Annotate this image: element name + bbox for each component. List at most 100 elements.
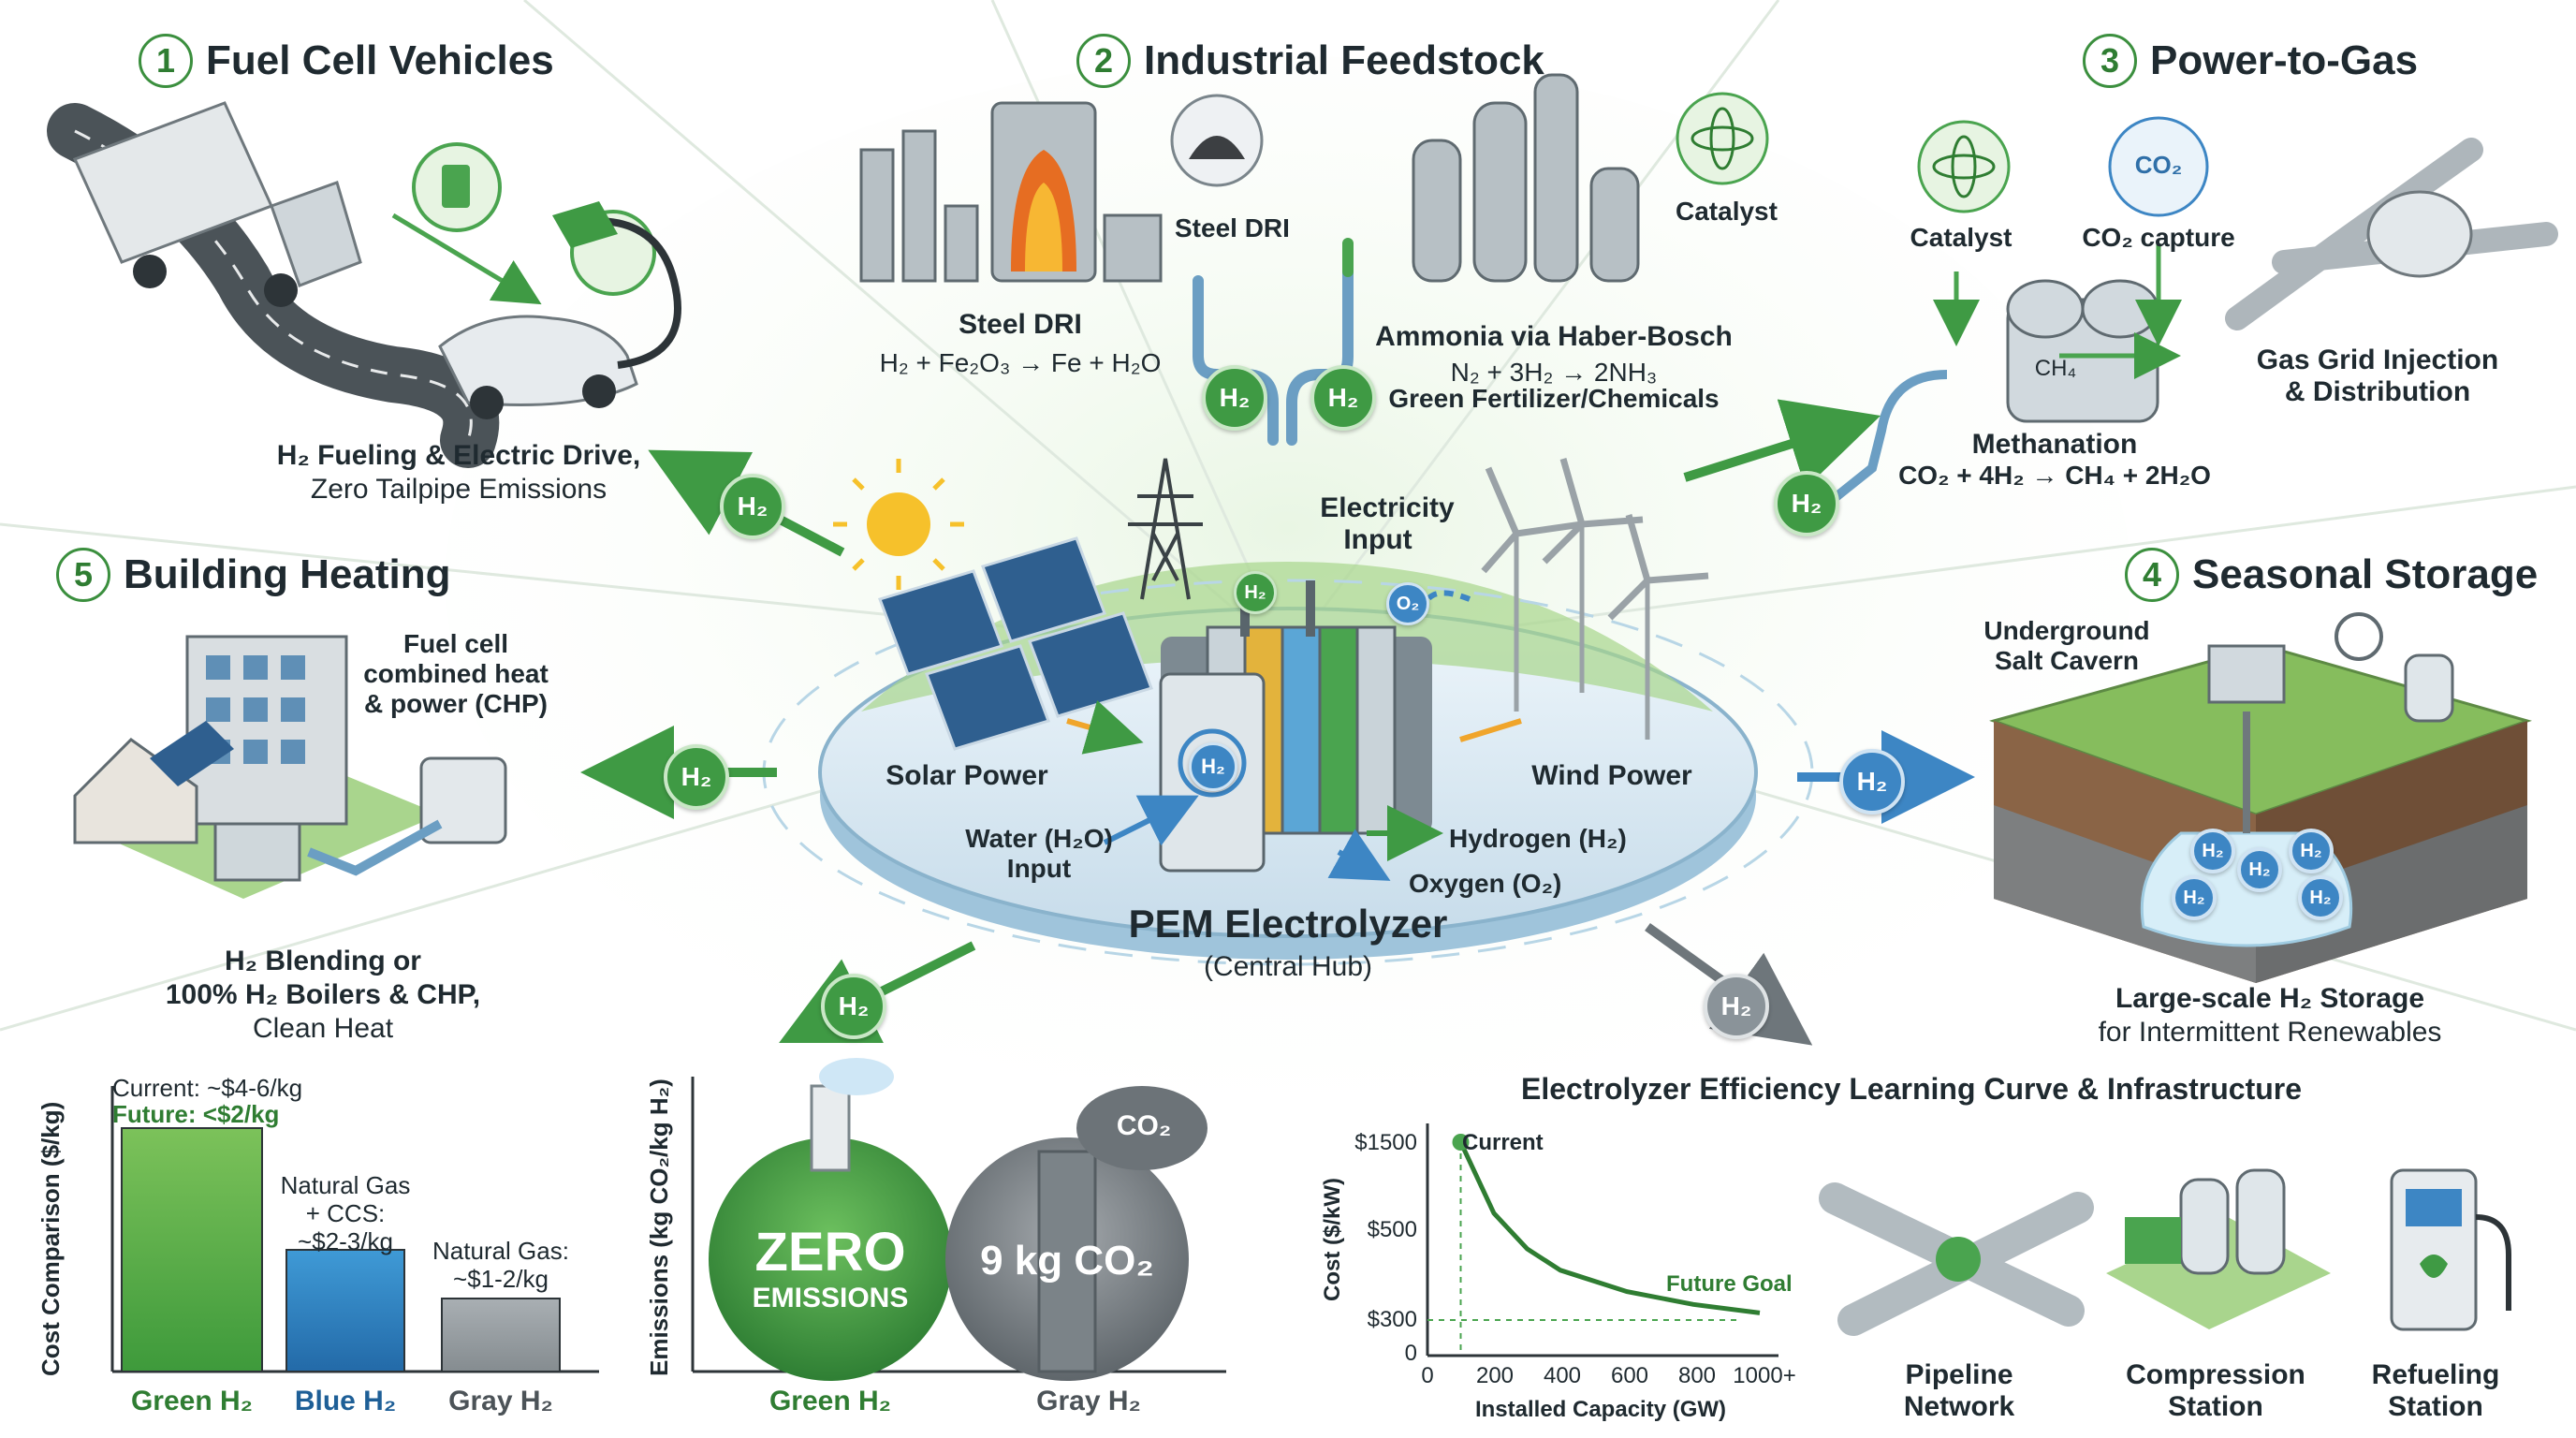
cost-chart-ylabel: Cost Comparison ($/kg)	[37, 1101, 65, 1376]
emissions-category-green: Green H₂	[768, 1386, 892, 1416]
cost-bars	[121, 1127, 561, 1372]
xtick-label: 600	[1610, 1363, 1649, 1388]
gray-emissions-value: 9 kg CO₂	[980, 1238, 1154, 1284]
blue-note-2: + CCS:	[305, 1199, 386, 1227]
infra-pipeline-label-1: Pipeline	[1905, 1359, 2013, 1390]
ytick-label: $1500	[1354, 1130, 1417, 1155]
solar-power-label: Solar Power	[886, 760, 1048, 791]
current-annotation: Current	[1462, 1130, 1544, 1155]
co2-capture-label: CO₂ capture	[2082, 223, 2235, 252]
gas-grid-label-2: & Distribution	[2284, 376, 2471, 407]
hub-title: PEM Electrolyzer	[1128, 902, 1448, 946]
oxygen-output-label: Oxygen (O₂)	[1409, 869, 1562, 898]
heating-caption-1: H₂ Blending or	[225, 946, 421, 976]
section-title-text: Seasonal Storage	[2192, 550, 2539, 597]
ammonia-sub: Green Fertilizer/Chemicals	[1388, 384, 1720, 413]
methanation-equation: CO₂ + 4H₂ → CH₄ + 2H₂O	[1898, 461, 2211, 490]
compression-station-icon	[2106, 1168, 2331, 1329]
section-number: 5	[56, 548, 110, 602]
cost-category-gray: Gray H₂	[448, 1386, 553, 1416]
infra-compression-label-2: Station	[2168, 1391, 2263, 1422]
electricity-input-label-1: Electricity	[1320, 492, 1455, 523]
salt-cavern-label-1: Underground	[1983, 616, 2150, 645]
section-title-seasonal: 4 Seasonal Storage	[2125, 548, 2538, 602]
methanation-label: Methanation	[1971, 429, 2138, 460]
cost-category-green: Green H₂	[130, 1386, 254, 1416]
ytick-label: 0	[1404, 1341, 1417, 1366]
salt-cavern-label-2: Salt Cavern	[1994, 646, 2140, 675]
section-number: 4	[2125, 548, 2179, 602]
water-input-label-1: Water (H₂O)	[965, 824, 1113, 853]
ytick-label: $300	[1367, 1307, 1417, 1332]
steel-dri-equation: H₂ + Fe₂O₃ → Fe + H₂O	[879, 348, 1162, 377]
zero-emissions-small: EMISSIONS	[752, 1283, 909, 1313]
cost-bar-blue	[285, 1249, 405, 1372]
wind-power-label: Wind Power	[1531, 760, 1692, 791]
catalyst-tag-industrial: Catalyst	[1676, 197, 1778, 226]
xtick-label: 200	[1475, 1363, 1515, 1388]
emissions-chart-ylabel: Emissions (kg CO₂/kg H₂)	[645, 1078, 673, 1376]
emissions-illustration	[709, 1058, 1208, 1381]
section-title-text: Power-to-Gas	[2150, 37, 2419, 83]
building-heating-illustration	[73, 635, 507, 899]
refueling-station-icon	[2390, 1168, 2511, 1331]
current-point	[1452, 1134, 1470, 1151]
h2-badge: H₂	[821, 974, 886, 1039]
water-input-label-2: Input	[1006, 854, 1072, 883]
future-goal-annotation: Future Goal	[1666, 1271, 1793, 1297]
h2-badge: H₂	[1704, 974, 1769, 1039]
hub-h2-badge: H₂	[1234, 571, 1277, 614]
electricity-input-label-2: Input	[1343, 524, 1412, 555]
cavern-h2-badge: H₂	[2298, 875, 2343, 920]
electrolyzer-h2-badge: H₂	[1189, 742, 1237, 791]
steel-dri-tag: Steel DRI	[1175, 213, 1290, 242]
pipeline-network-icon	[1819, 1182, 2094, 1336]
h2-badge: H₂	[1310, 365, 1376, 431]
chp-label-1: Fuel cell	[402, 629, 509, 658]
industrial-plant-illustration	[859, 73, 1769, 283]
cost-bar-green	[121, 1127, 263, 1372]
section-title-text: Industrial Feedstock	[1144, 37, 1544, 83]
gray-note-1: Natural Gas:	[432, 1237, 569, 1265]
cost-category-blue: Blue H₂	[294, 1386, 397, 1416]
xtick-label: 400	[1543, 1363, 1582, 1388]
blue-note-3: ~$2-3/kg	[298, 1227, 393, 1255]
h2-badge: H₂	[1774, 471, 1839, 536]
fuel-cell-caption-2: Zero Tailpipe Emissions	[310, 474, 607, 505]
infra-refueling-label-1: Refueling	[2371, 1359, 2500, 1390]
heating-caption-3: Clean Heat	[252, 1013, 394, 1044]
ammonia-label: Ammonia via Haber-Bosch	[1375, 321, 1733, 352]
section-title-text: Building Heating	[124, 550, 451, 597]
section-title-text: Fuel Cell Vehicles	[206, 37, 554, 83]
learning-title: Electrolyzer Efficiency Learning Curve &…	[1521, 1072, 2303, 1106]
blue-note-1: Natural Gas	[280, 1171, 411, 1199]
ch4-tank-label: CH₄	[2034, 356, 2077, 381]
fuel-cell-caption-1: H₂ Fueling & Electric Drive,	[276, 440, 641, 471]
infra-pipeline-label-2: Network	[1903, 1391, 2015, 1422]
storage-caption-1: Large-scale H₂ Storage	[2115, 983, 2425, 1014]
xtick-label: 0	[1421, 1363, 1434, 1388]
h2-badge: H₂	[1202, 365, 1267, 431]
ammonia-equation: N₂ + 3H₂ → 2NH₃	[1450, 358, 1658, 387]
hub-subtitle: (Central Hub)	[1203, 951, 1373, 982]
cavern-h2-badge: H₂	[2190, 829, 2235, 873]
ytick-label: $500	[1367, 1217, 1417, 1242]
hub-o2-badge: O₂	[1386, 582, 1429, 625]
gray-note-2: ~$1-2/kg	[453, 1265, 549, 1293]
gas-grid-label-1: Gas Grid Injection	[2256, 345, 2499, 375]
h2-badge: H₂	[720, 474, 785, 539]
green-current-note: Current: ~$4-6/kg	[112, 1074, 303, 1102]
cost-bar-gray	[441, 1298, 561, 1372]
zero-emissions-big: ZERO	[754, 1222, 906, 1283]
catalyst-tag-p2g: Catalyst	[1910, 223, 2012, 252]
infra-refueling-label-2: Station	[2388, 1391, 2483, 1422]
section-title-heating: 5 Building Heating	[56, 548, 451, 602]
co2-icon-label: CO₂	[2134, 151, 2183, 179]
learning-curve-line	[1458, 1140, 1761, 1315]
solar-panels-icon	[833, 459, 1153, 751]
cavern-h2-badge: H₂	[2289, 829, 2334, 873]
